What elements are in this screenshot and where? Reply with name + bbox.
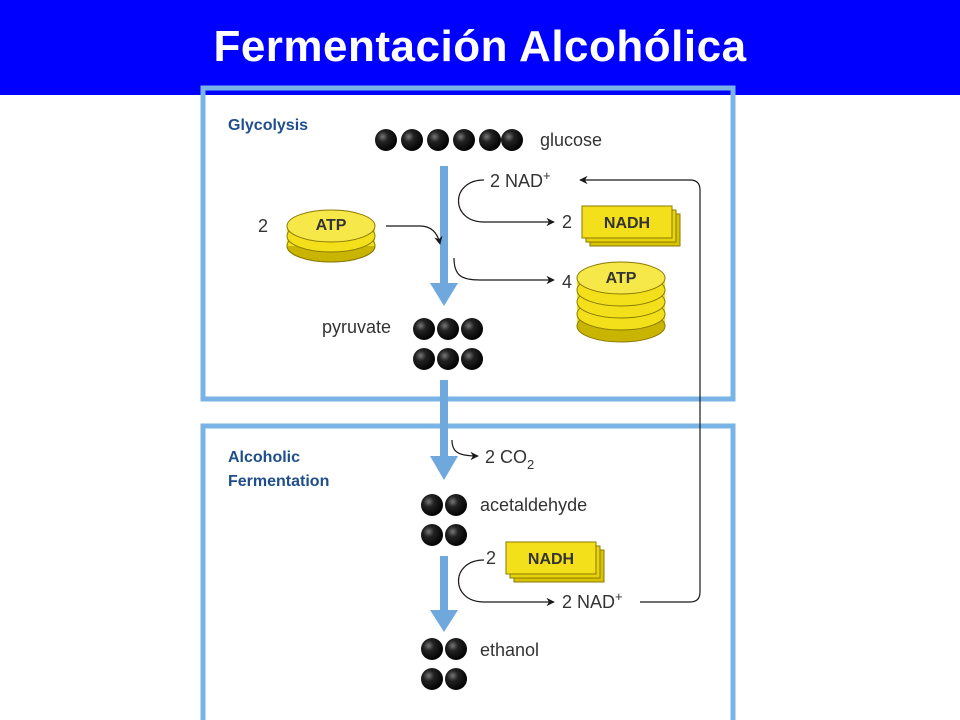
title-bar xyxy=(0,0,960,95)
atp-in-arrow xyxy=(386,225,443,245)
pyruvate-label: pyruvate xyxy=(322,317,391,337)
glucose-label: glucose xyxy=(540,130,602,150)
acetaldehyde-label: acetaldehyde xyxy=(480,495,587,515)
co2-label: 2 CO2 xyxy=(485,447,534,472)
fermentation-section-label-line1: Alcoholic xyxy=(228,449,300,466)
atp-in-count: 2 xyxy=(258,216,268,236)
flow-arrow-acetaldehyde-to-ethanol xyxy=(430,556,458,632)
glucose-molecule xyxy=(375,129,523,151)
atp-out-count: 4 xyxy=(562,272,572,292)
nadh-out-count: 2 xyxy=(562,212,572,232)
atp-in-stack xyxy=(286,209,376,263)
nad-out-label: 2 NAD+ xyxy=(562,589,623,612)
nadh-out-stack xyxy=(581,205,681,247)
ethanol-molecule xyxy=(421,638,467,690)
nad-to-nadh-arrow xyxy=(458,179,555,227)
atp-in-label: ATP xyxy=(316,217,347,234)
fermentation-section-label-line2: Fermentation xyxy=(228,473,329,490)
nadh-to-nad-arrow xyxy=(458,559,555,607)
fermentation-panel xyxy=(200,423,736,720)
nadh-in-count: 2 xyxy=(486,548,496,568)
atp-out-stack xyxy=(576,261,666,343)
nadh-out-label: NADH xyxy=(604,215,650,232)
glycolysis-section-label: Glycolysis xyxy=(228,117,308,134)
acetaldehyde-molecule xyxy=(421,494,467,546)
ethanol-label: ethanol xyxy=(480,640,539,660)
nadh-in-stack xyxy=(505,541,605,583)
page-title: Fermentación Alcohólica xyxy=(213,22,747,71)
nadh-in-label: NADH xyxy=(528,551,574,568)
nad-recycle-loop xyxy=(579,175,701,603)
co2-arrow xyxy=(451,439,479,461)
glycolysis-panel xyxy=(200,85,736,402)
pyruvate-molecule xyxy=(413,318,483,370)
atp-out-arrow xyxy=(453,257,555,285)
flow-arrow-pyruvate-to-acetaldehyde xyxy=(430,380,458,480)
nad-in-label: 2 NAD+ xyxy=(490,168,551,191)
atp-out-label: ATP xyxy=(606,270,637,287)
flow-arrow-glucose-to-pyruvate xyxy=(430,166,458,306)
